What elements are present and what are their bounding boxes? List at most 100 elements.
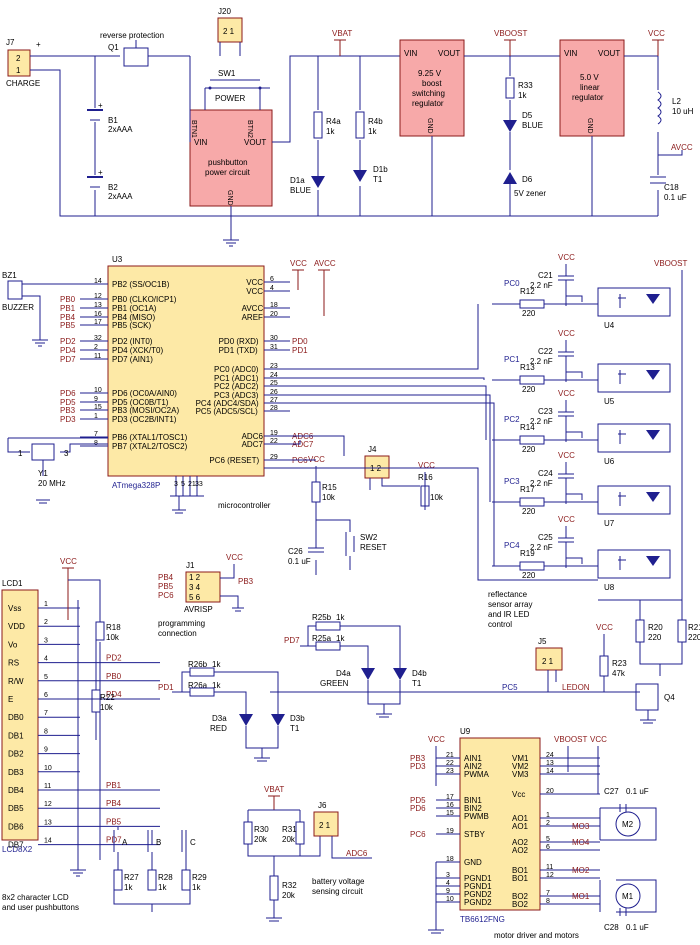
lcd-pin-label: DB6 xyxy=(8,822,24,831)
m2-label: M2 xyxy=(622,820,634,829)
charge-label: CHARGE xyxy=(6,79,40,88)
svg-text:3: 3 xyxy=(64,449,69,458)
m1-label: M1 xyxy=(622,892,634,901)
u9-left-pin-name: PGND1 xyxy=(464,874,492,883)
lcd-caption-2: and user pushbuttons xyxy=(2,903,79,912)
d1b-label: D1b xyxy=(373,165,388,174)
r25b-label: R25b xyxy=(312,613,332,622)
d6-zener-icon xyxy=(503,172,517,184)
c26-value: 0.1 uF xyxy=(288,557,311,566)
mcu-left-pin-name: PB6 (XTAL1/TOSC1) xyxy=(112,433,188,442)
u9-right-pin-num: 5 xyxy=(546,836,550,843)
mcu-left-pin-num: 13 xyxy=(94,302,102,309)
phototransistor-icon xyxy=(618,294,626,308)
r16-resistor-icon xyxy=(420,485,430,507)
svg-text:1k: 1k xyxy=(518,91,527,100)
mcu-left-pin-name: PB3 (MOSI/OC2A) xyxy=(112,406,179,415)
mcu-right-pin-num: 24 xyxy=(270,372,278,379)
lcd-caption-1: 8x2 character LCD xyxy=(2,893,69,902)
lcd-net-label: PD4 xyxy=(106,690,122,699)
sensor-cap-label: C21 xyxy=(538,271,553,280)
r16-value: 10k xyxy=(430,493,444,502)
r21-label: R21 xyxy=(688,623,700,632)
mcu-right-pin-name: ADC6 xyxy=(242,432,264,441)
sensor-cap-value: 2.2 nF xyxy=(530,281,553,290)
r4b-label: R4b xyxy=(368,117,383,126)
u9-left-pin-name: PGND1 xyxy=(464,882,492,891)
r23-label: R23 xyxy=(612,659,627,668)
svg-text:220: 220 xyxy=(648,633,662,642)
u9-left-pin-name: GND xyxy=(464,858,482,867)
j6-label: J6 xyxy=(318,801,327,810)
lcd-pin-num: 4 xyxy=(44,656,48,663)
svg-text:5V zener: 5V zener xyxy=(514,189,546,198)
r25a-resistor-icon xyxy=(315,641,341,651)
u9-left-pin-num: 3 xyxy=(446,872,450,879)
svg-text:1k: 1k xyxy=(336,613,345,622)
u9-right-pin-num: 11 xyxy=(546,864,553,871)
r21-resistor-icon xyxy=(677,619,687,643)
mcu-right-pin-num: 19 xyxy=(270,430,278,437)
sensor-resistor-icon xyxy=(519,375,545,385)
u9-left-pin-name: PGND2 xyxy=(464,898,492,907)
mcu-left-pin-num: 7 xyxy=(94,431,98,438)
b2-value: 2xAAA xyxy=(108,192,133,201)
mcu-left-pin-net: PB4 xyxy=(60,313,76,322)
u9-right-pin-name: VM2 xyxy=(512,762,529,771)
sensor-cap-label: C24 xyxy=(538,469,553,478)
batt-caption-1: battery voltage xyxy=(312,877,365,886)
mcu-left-pin-net: PD6 xyxy=(60,389,76,398)
svg-text:VOUT: VOUT xyxy=(598,49,620,58)
mcu-right-pin-name: PC1 (ADC1) xyxy=(214,374,259,383)
r26a-resistor-icon xyxy=(189,687,215,697)
d3b-led-icon xyxy=(271,714,285,726)
r26a-label: R26a xyxy=(188,681,208,690)
adc6-net: ADC6 xyxy=(346,849,368,858)
c27-label: C27 xyxy=(604,787,619,796)
sensor-net: PC0 xyxy=(504,279,520,288)
sensor-label: U6 xyxy=(604,457,615,466)
mcu-left-pin-num: 12 xyxy=(94,293,102,300)
mcu-right-pin-name: PC3 (ADC3) xyxy=(214,391,259,400)
motor-driver-name: TB6612FNG xyxy=(460,915,505,924)
j4-label: J4 xyxy=(368,445,377,454)
svg-text:3 4: 3 4 xyxy=(189,583,201,592)
avcc-rail-mcu: AVCC xyxy=(314,259,336,268)
mcu-left-pin-net: PB3 xyxy=(60,406,76,415)
ir-led-icon xyxy=(646,430,660,440)
r4b-resistor-icon xyxy=(355,111,365,139)
r18-label: R18 xyxy=(106,623,121,632)
r33-resistor-icon xyxy=(505,77,515,99)
svg-text:9.25 V: 9.25 V xyxy=(418,69,442,78)
lcd-pin-label: Vo xyxy=(8,640,18,649)
l2-label: L2 xyxy=(672,97,681,106)
pb-title-2: power circuit xyxy=(205,168,251,177)
mcu-left-pin-net: PD4 xyxy=(60,346,76,355)
mcu-right-pin-name: PC0 (ADC0) xyxy=(214,365,259,374)
mcu-left-pin-net: PD5 xyxy=(60,398,76,407)
phototransistor-icon xyxy=(618,556,626,570)
r20-label: R20 xyxy=(648,623,663,632)
sensor-cap-label: C23 xyxy=(538,407,553,416)
vboost-rail-sensors: VBOOST xyxy=(654,259,687,268)
lcd-pin-num: 13 xyxy=(44,819,52,826)
svg-text:1k: 1k xyxy=(368,127,377,136)
mcu-right-pin-name: VCC xyxy=(246,278,263,287)
sensor-net: PC1 xyxy=(504,355,520,364)
sensor-bus-wires xyxy=(264,304,495,566)
mcu-left-pin-name: PD7 (AIN1) xyxy=(112,355,153,364)
batt-caption-2: sensing circuit xyxy=(312,887,363,896)
vbat-rail-sense: VBAT xyxy=(264,785,284,794)
d3b-label: D3b xyxy=(290,714,305,723)
sensor-vcc-rail: VCC xyxy=(558,329,575,338)
user-button-label: C xyxy=(190,838,196,847)
mcu-left-pin-name: PD2 (INT0) xyxy=(112,337,153,346)
sensor-resistor-label: R13 xyxy=(520,363,535,372)
mcu-left-pin-name: PB1 (OC1A) xyxy=(112,304,157,313)
svg-text:1: 1 xyxy=(18,449,23,458)
mcu-right-pin-net: ADC7 xyxy=(292,440,314,449)
r20-resistor-icon xyxy=(635,619,645,643)
